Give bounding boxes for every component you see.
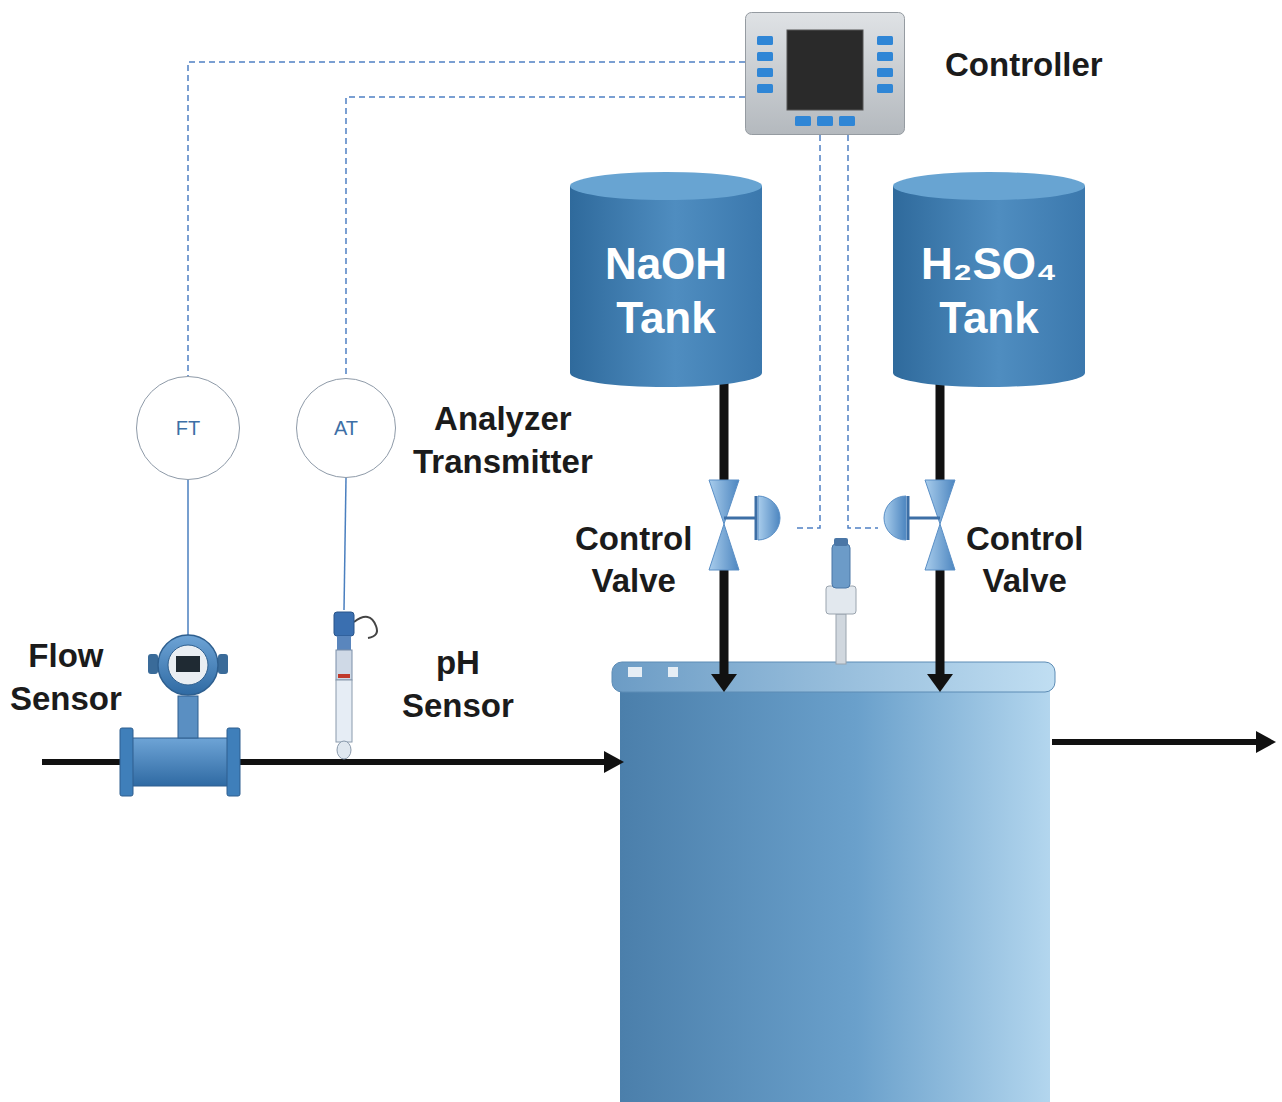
controller-button <box>877 52 893 61</box>
flow-meter-symbol <box>120 635 240 796</box>
signal-line <box>848 135 878 528</box>
valve-stem <box>724 517 756 520</box>
meter-knob <box>218 654 228 674</box>
mixer-gearbox <box>826 586 856 614</box>
process-pipe <box>720 381 729 480</box>
tank-body <box>620 690 1050 1102</box>
meter-flange <box>120 728 133 796</box>
sensor-shaft <box>336 680 352 742</box>
controller-button <box>817 116 833 126</box>
controller-symbol <box>745 12 905 135</box>
mixer-cap <box>834 538 848 546</box>
pipe <box>1052 739 1258 745</box>
valve-actuator <box>884 496 906 540</box>
sensor-label: Flow Sensor <box>10 634 122 720</box>
sensor-collar <box>337 636 351 650</box>
tank-lid <box>612 662 1055 692</box>
ph-sensor-symbol <box>334 612 377 759</box>
flow-arrowhead <box>1256 731 1276 753</box>
sensor-cap <box>334 612 354 636</box>
instrument-leader <box>344 478 346 610</box>
sensor-mark <box>338 674 350 678</box>
tank-top <box>893 172 1085 200</box>
sensor-label: pH Sensor <box>402 641 514 727</box>
node-text: Control Valve <box>966 518 1083 602</box>
sensor-window <box>336 650 352 680</box>
dosing-pipe <box>927 570 953 692</box>
meter-body <box>132 738 228 786</box>
controller-screen <box>787 30 863 110</box>
controller-button <box>877 84 893 93</box>
pipe <box>936 570 945 676</box>
chemical-tank: NaOH Tank <box>570 172 762 387</box>
valve-actuator <box>758 496 780 540</box>
instrument-bubble: AT <box>296 378 396 478</box>
chemical-tank: H₂SO₄ Tank <box>893 172 1085 387</box>
tank-body <box>570 186 762 387</box>
sensor-tip <box>337 741 351 759</box>
control-valve: Control Valve <box>575 478 797 604</box>
mixer <box>826 538 856 664</box>
mixer-motor <box>832 544 850 588</box>
controller-button <box>757 84 773 93</box>
valve-body <box>709 524 739 570</box>
sensor-cable <box>354 617 377 638</box>
controller-button <box>757 68 773 77</box>
meter-head <box>158 635 218 695</box>
dosing-pipe <box>711 570 737 692</box>
mixer-shaft <box>836 614 846 664</box>
valve-stem <box>908 517 940 520</box>
controller-button <box>839 116 855 126</box>
controller-device: Controller <box>745 12 1130 135</box>
controller-button <box>757 52 773 61</box>
control-valve: Control Valve <box>878 478 1100 604</box>
tank-body <box>893 186 1085 387</box>
meter-face <box>168 645 208 685</box>
meter-knob <box>148 654 158 674</box>
meter-flange <box>227 728 240 796</box>
signal-line <box>797 135 820 528</box>
mixing-tank <box>612 662 1055 1102</box>
flow-arrowhead <box>927 674 953 692</box>
node-text: Control Valve <box>575 518 692 602</box>
meter-display <box>176 656 200 672</box>
node-text: Controller <box>945 45 1103 85</box>
flow-arrowhead <box>604 751 624 773</box>
node-text: FT <box>176 416 200 440</box>
outlet-pipe <box>1052 731 1276 753</box>
flow-arrowhead <box>711 674 737 692</box>
pipe <box>720 570 729 676</box>
meter-neck <box>178 696 198 738</box>
instrument-label: Analyzer Transmitter <box>413 397 593 483</box>
tank-top <box>570 172 762 200</box>
controller-button <box>757 36 773 45</box>
controller-button <box>795 116 811 126</box>
node-text: H₂SO₄ Tank <box>921 237 1057 345</box>
instrument-bubble: FT <box>136 376 240 480</box>
lid-fitting <box>668 667 678 677</box>
node-text: AT <box>334 416 358 440</box>
actuator-plate <box>755 496 758 540</box>
node-text: NaOH Tank <box>605 237 727 345</box>
controller-bezel <box>746 13 905 135</box>
controller-button <box>877 68 893 77</box>
lid-fitting <box>628 667 642 677</box>
process-pipe <box>936 381 945 480</box>
valve-body <box>925 524 955 570</box>
instrument-leader <box>187 480 189 635</box>
controller-button <box>877 36 893 45</box>
actuator-plate <box>907 496 910 540</box>
